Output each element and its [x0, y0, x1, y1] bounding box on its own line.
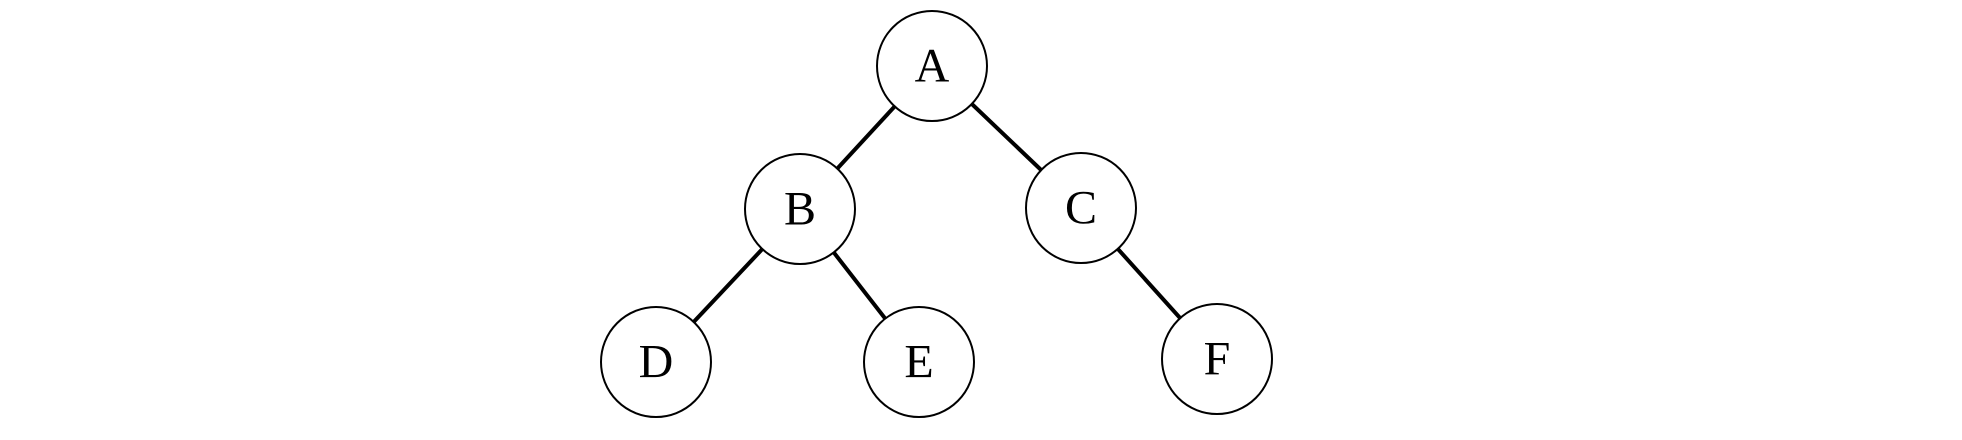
- node-E-label: E: [904, 336, 933, 389]
- node-D: D: [600, 306, 712, 418]
- node-D-label: D: [639, 336, 674, 389]
- node-C: C: [1025, 152, 1137, 264]
- node-F: F: [1161, 303, 1273, 415]
- node-E: E: [863, 306, 975, 418]
- node-A: A: [876, 10, 988, 122]
- node-F-label: F: [1204, 333, 1231, 386]
- node-D-circle: [600, 306, 712, 418]
- node-B-circle: [744, 153, 856, 265]
- node-C-circle: [1025, 152, 1137, 264]
- node-A-label: A: [915, 40, 950, 93]
- node-A-circle: [876, 10, 988, 122]
- node-C-label: C: [1065, 182, 1097, 235]
- node-B-label: B: [784, 183, 816, 236]
- node-F-circle: [1161, 303, 1273, 415]
- node-E-circle: [863, 306, 975, 418]
- node-B: B: [744, 153, 856, 265]
